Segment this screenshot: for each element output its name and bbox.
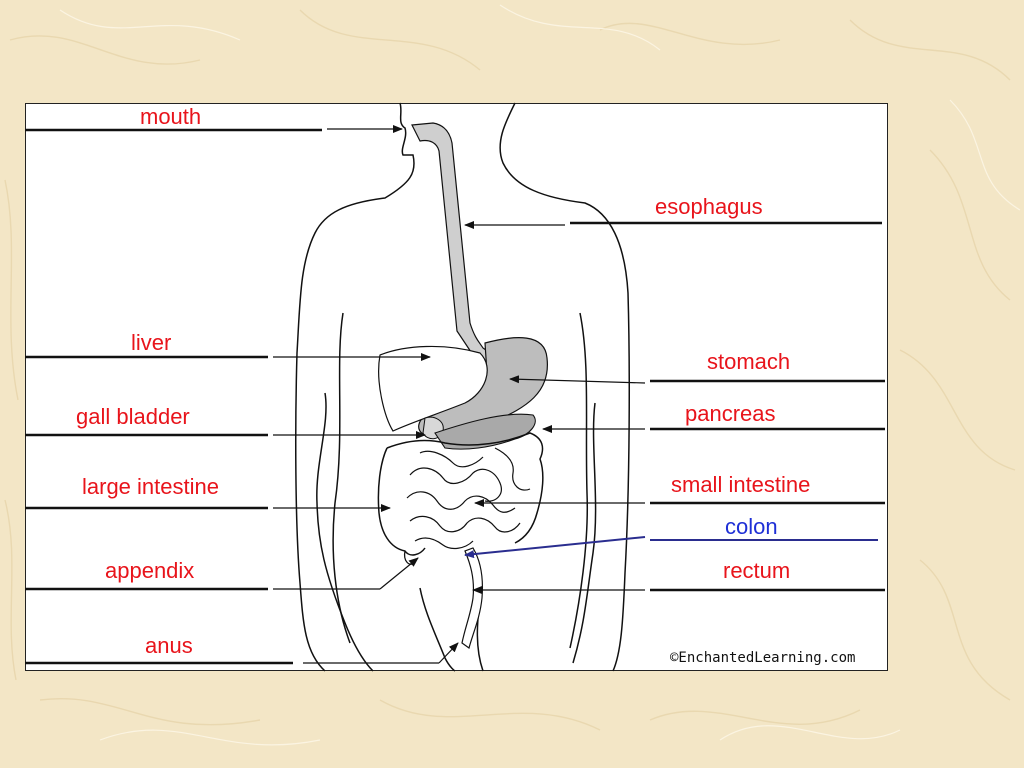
left-leader-lines [25,125,459,665]
esophagus-shape [411,122,505,374]
label-liver: liver [131,330,172,355]
label-stomach: stomach [707,349,791,374]
label-mouth: mouth [140,104,202,129]
right-leader-lines [464,221,885,594]
label-esophagus: esophagus [655,194,763,219]
label-anus: anus [145,633,193,658]
body-outline [295,102,630,672]
label-large-intestine: large intestine [82,474,219,499]
stomach-arrow [509,375,646,384]
label-gall-bladder: gall bladder [76,404,190,429]
colon-arrow [464,536,646,559]
small-intestine-shape [406,447,531,550]
large-intestine-shape [377,432,544,556]
label-colon: colon [725,514,778,539]
label-small-intestine: small intestine [671,472,811,497]
credit-text: ©EnchantedLearning.com [670,650,856,666]
liver-shape [378,345,488,432]
label-rectum: rectum [723,558,791,583]
rectum-shape [461,547,484,649]
label-pancreas: pancreas [685,401,776,426]
label-appendix: appendix [105,558,195,583]
pancreas-shape [434,413,536,450]
digestive-system-diagram [25,102,885,672]
